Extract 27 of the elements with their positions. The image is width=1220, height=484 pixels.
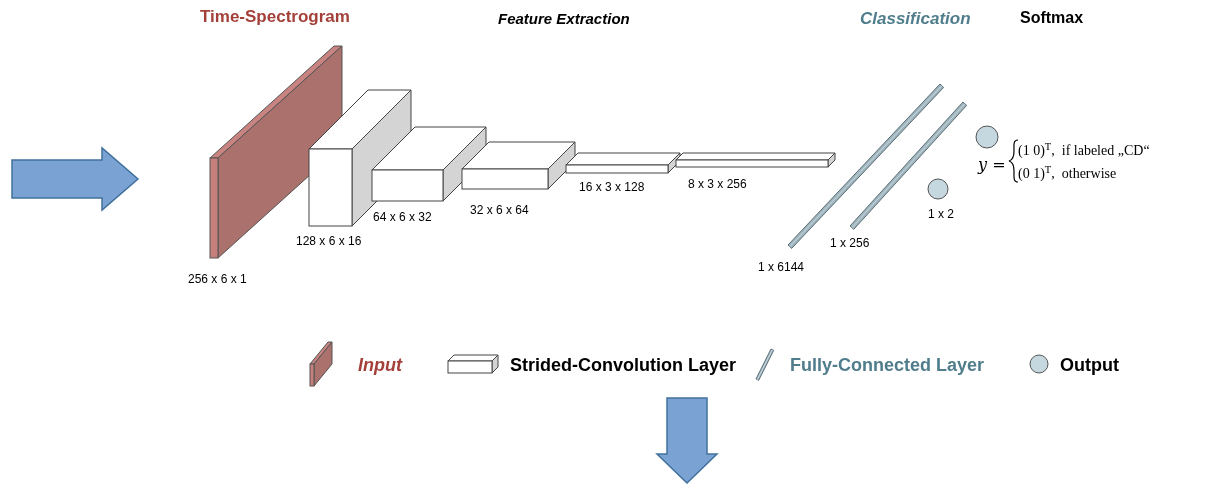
section-heading: Time-Spectrogram [200, 6, 350, 28]
dimension-label: 1 x 6144 [758, 259, 805, 276]
legend-label: Input [358, 354, 402, 377]
dimension-label: 64 x 6 x 32 [373, 209, 432, 226]
formula-text: (0 1)$^{T}$, otherwise [1018, 163, 1117, 183]
convolution-layer-block [675, 152, 836, 168]
dimension-label: 1 x 256 [830, 235, 870, 252]
convolution-layer-block [461, 141, 576, 190]
dimension-label: 1 x 2 [928, 206, 954, 223]
dimension-label: 128 x 6 x 16 [296, 233, 362, 250]
convolution-layer-block [565, 152, 681, 174]
legend-label: Strided-Convolution Layer [510, 354, 736, 377]
convolution-layer-block [371, 126, 487, 202]
dimension-label: 256 x 6 x 1 [188, 271, 247, 288]
dimension-label: 32 x 6 x 64 [470, 202, 529, 219]
output-node [927, 178, 949, 200]
section-heading: Softmax [1020, 8, 1084, 28]
formula-text: (1 0)$^{T}$, if labeled „CD“ [1018, 140, 1150, 160]
dimension-label: 8 x 3 x 256 [688, 176, 747, 193]
formula-text: y = [978, 154, 1006, 176]
legend-label: Fully-Connected Layer [790, 354, 985, 377]
section-heading: Feature Extraction [498, 9, 630, 29]
input-layer [209, 45, 343, 259]
output-node [975, 125, 999, 149]
section-heading: Classification [860, 8, 971, 30]
legend-label: Output [1060, 354, 1119, 377]
dimension-label: 16 x 3 x 128 [579, 179, 645, 196]
